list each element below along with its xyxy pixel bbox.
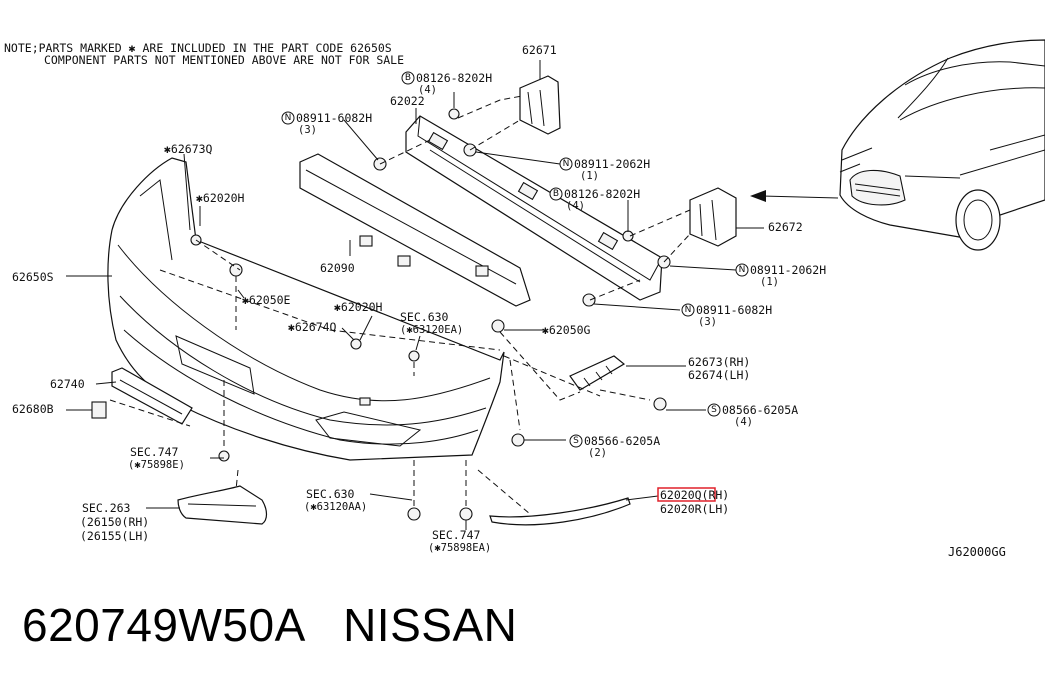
label-62020h-mid: ✱62020H <box>334 300 383 314</box>
label-sec630-top: SEC.630 <box>400 310 449 324</box>
license-plate-bracket <box>111 367 193 425</box>
label-08566-mid: 08566-6205A <box>584 434 660 448</box>
bolt-marker-icon <box>549 187 563 201</box>
fog-lamp-bezel <box>177 485 268 525</box>
bumper-fascia <box>107 157 505 461</box>
label-62672: 62672 <box>768 220 803 234</box>
label-sec263-rh: (26150(RH) <box>80 515 149 529</box>
view-arrow <box>759 195 839 199</box>
label-62090: 62090 <box>320 261 355 275</box>
label-08126-mid: 08126-8202H <box>564 187 640 201</box>
label-08566-mid-qty: (2) <box>588 447 607 459</box>
label-08126-top-qty: (4) <box>418 84 437 96</box>
part-number: 620749W50A <box>22 599 304 651</box>
label-62674lh: 62674(LH) <box>688 368 750 382</box>
label-08911-6082-right: 08911-6082H <box>696 303 772 317</box>
label-08566-right: 08566-6205A <box>722 403 798 417</box>
label-sec747-left: SEC.747 <box>130 445 179 459</box>
note-line-1: NOTE;PARTS MARKED ✱ ARE INCLUDED IN THE … <box>4 41 392 55</box>
note-line-2: COMPONENT PARTS NOT MENTIONED ABOVE ARE … <box>44 53 404 67</box>
label-sec747-left-sub: (✱75898E) <box>128 459 185 471</box>
label-62673q: ✱62673Q <box>164 142 213 156</box>
part-labels: 62671 B 08126-8202H (4) 62022 N 08911-60… <box>12 43 1006 559</box>
label-62020q: 62020Q(RH) <box>660 488 729 502</box>
bumper-reinforcement <box>405 115 663 301</box>
nut-marker-icon <box>559 157 573 171</box>
highlight-box <box>657 487 716 502</box>
label-08566-right-qty: (4) <box>734 416 753 428</box>
clip-62680b <box>91 401 107 419</box>
label-sec630-bottom-sub: (✱63120AA) <box>304 501 367 513</box>
vehicle-illustration <box>839 39 1045 251</box>
label-08911-2062-top: 08911-2062H <box>574 157 650 171</box>
label-08911-6082-left: 08911-6082H <box>296 111 372 125</box>
nut-marker-icon <box>281 111 295 125</box>
label-08911-6082-right-qty: (3) <box>698 316 717 328</box>
diagram-code: J62000GG <box>948 545 1006 559</box>
marker-b: B <box>405 73 411 83</box>
screw-marker-icon <box>569 434 583 448</box>
label-08911-2062-right-qty: (1) <box>760 276 779 288</box>
nut-marker-icon <box>681 303 695 317</box>
marker-b: B <box>553 189 559 199</box>
assembly-lines <box>109 95 691 515</box>
label-62020r: 62020R(LH) <box>660 502 729 516</box>
label-62050e: ✱62050E <box>242 293 291 307</box>
brand-name: NISSAN <box>343 599 518 651</box>
marker-n: N <box>685 305 692 315</box>
bracket-62671 <box>519 75 561 135</box>
label-62020h-top: ✱62020H <box>196 191 245 205</box>
bumper-moulding <box>489 497 631 526</box>
label-62740: 62740 <box>50 377 85 391</box>
marker-n: N <box>285 113 292 123</box>
label-08126-mid-qty: (4) <box>566 200 585 212</box>
bracket-62672 <box>689 187 737 247</box>
marker-s: S <box>573 436 579 446</box>
label-sec747-bottom-sub: (✱75898EA) <box>428 542 491 554</box>
label-sec263-lh: (26155(LH) <box>80 529 149 543</box>
label-sec630-top-sub: (✱63120EA) <box>400 324 463 336</box>
label-62680b: 62680B <box>12 402 54 416</box>
bolt-marker-icon <box>401 71 415 85</box>
label-08911-2062-top-qty: (1) <box>580 170 599 182</box>
fasteners <box>190 108 671 521</box>
label-62050g: ✱62050G <box>542 323 591 337</box>
marker-n: N <box>563 159 570 169</box>
label-62650s: 62650S <box>12 270 54 284</box>
label-sec263: SEC.263 <box>82 501 131 515</box>
nut-marker-icon <box>735 263 749 277</box>
label-08126-top: 08126-8202H <box>416 71 492 85</box>
label-62673rh: 62673(RH) <box>688 355 750 369</box>
label-sec747-bottom: SEC.747 <box>432 528 481 542</box>
leader-lines <box>66 60 764 530</box>
marker-s: S <box>711 405 717 415</box>
energy-absorber <box>299 153 531 307</box>
label-62674q: ✱62674Q <box>288 320 337 334</box>
label-62671: 62671 <box>522 43 557 57</box>
label-08911-2062-right: 08911-2062H <box>750 263 826 277</box>
side-bracket-62673 <box>569 355 626 391</box>
marker-n: N <box>739 265 746 275</box>
label-08911-6082-left-qty: (3) <box>298 124 317 136</box>
label-62022: 62022 <box>390 94 425 108</box>
screw-marker-icon <box>707 403 721 417</box>
footer-caption: 620749W50A NISSAN <box>22 598 517 652</box>
label-sec630-bottom: SEC.630 <box>306 487 355 501</box>
